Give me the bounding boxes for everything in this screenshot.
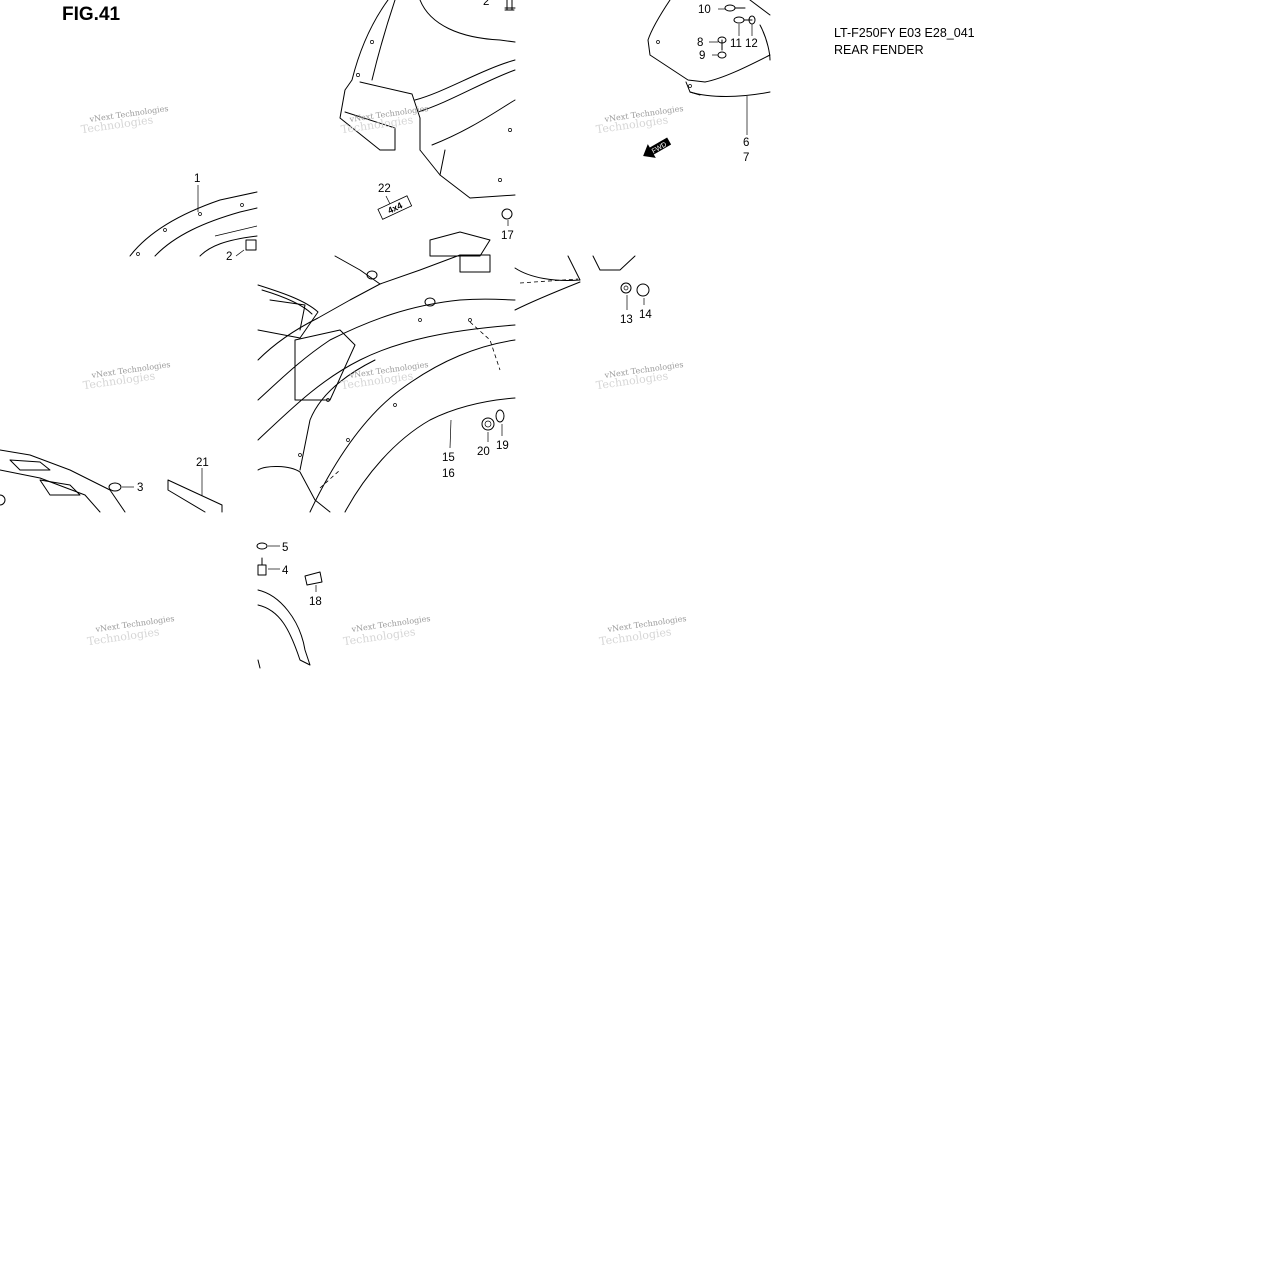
callout-11: 11 [730, 38, 742, 50]
callout-10: 10 [698, 4, 711, 16]
fender-upper-section [339, 0, 516, 199]
callout-19: 19 [496, 440, 509, 452]
callout-12: 12 [745, 38, 758, 50]
callout-13: 13 [620, 314, 633, 326]
emblem-decal: 4x4 [377, 195, 413, 220]
callout-15: 15 [442, 452, 455, 464]
callout-3: 3 [137, 482, 143, 494]
callout-16: 16 [442, 468, 455, 480]
callout-14: 14 [639, 309, 652, 321]
fwd-arrow-icon: FWD [643, 137, 672, 158]
callout-1: 1 [194, 173, 200, 185]
callout-6: 6 [743, 137, 749, 149]
section-name: REAR FENDER [834, 43, 924, 57]
callout-2: 2 [483, 0, 489, 8]
carrier-section [0, 449, 223, 513]
callout-18: 18 [309, 596, 322, 608]
fender-deck-section [129, 185, 258, 257]
figure-title: FIG.41 [62, 4, 121, 25]
rear-fender-main [257, 208, 650, 513]
figure-caption: LT-F250FY E03 E28_041 REAR FENDER [834, 25, 975, 59]
svg-text:4x4: 4x4 [386, 200, 404, 215]
callout-4: 4 [282, 565, 289, 577]
svg-text:FWD: FWD [651, 141, 668, 155]
callout-5: 5 [282, 542, 288, 554]
callout-21: 21 [196, 457, 209, 469]
model-code: LT-F250FY E03 E28_041 [834, 26, 975, 40]
fender-lower-section [256, 542, 323, 669]
callout-2: 2 [226, 251, 232, 263]
callout-22: 22 [378, 183, 391, 195]
callout-8: 8 [697, 37, 703, 49]
callout-20: 20 [477, 446, 490, 458]
callout-17: 17 [501, 230, 514, 242]
fender-extension-section [647, 0, 771, 135]
callout-7: 7 [743, 152, 749, 164]
callout-9: 9 [699, 50, 705, 62]
callout-labels: 1 2 2 3 4 5 6 7 8 9 10 11 12 13 14 15 16… [137, 0, 758, 608]
